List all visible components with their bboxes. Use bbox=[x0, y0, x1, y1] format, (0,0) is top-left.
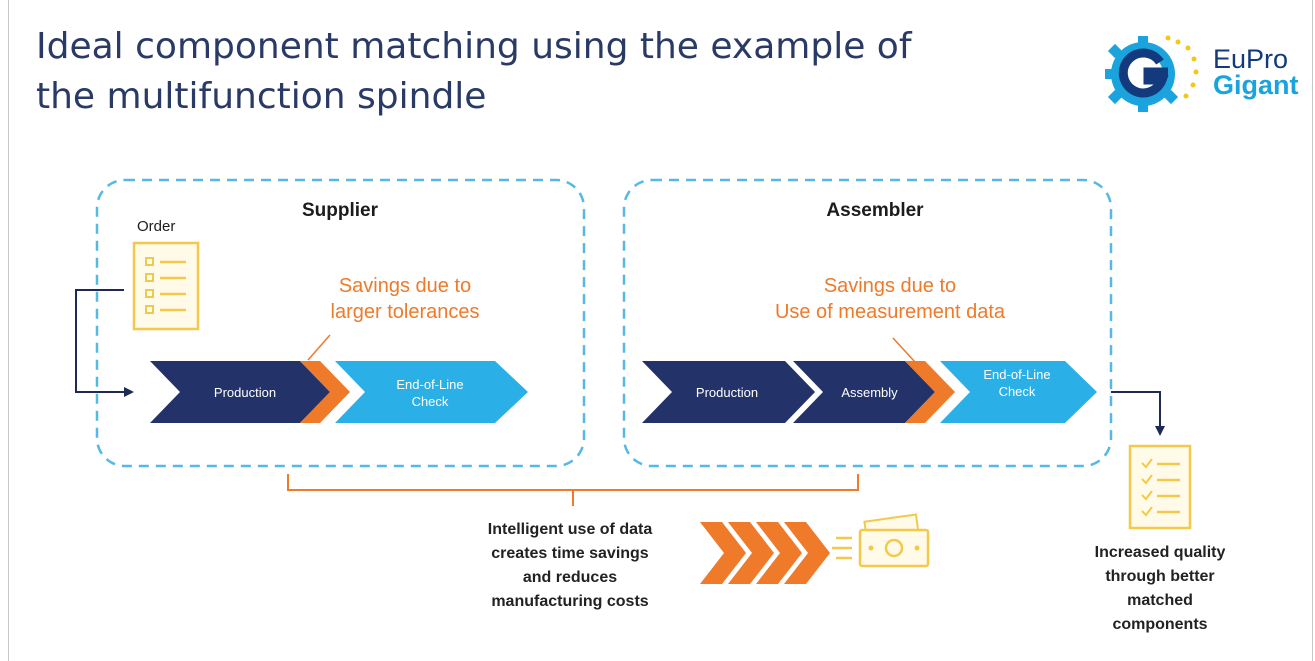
quality-result-note: Increased quality through better matched… bbox=[1094, 544, 1226, 633]
eupro-gigant-logo bbox=[1105, 35, 1199, 112]
order-connector-arrow bbox=[75, 289, 134, 397]
assembler-eol-chevron bbox=[940, 361, 1097, 423]
title-line-2: the multifunction spindle bbox=[36, 76, 487, 117]
assembler-savings-label: Savings due to Use of measurement data bbox=[774, 275, 1006, 323]
assembler-eol-label: End-of-Line Check bbox=[983, 367, 1051, 399]
supplier-production-chevron bbox=[150, 361, 330, 423]
assembler-savings-chevron bbox=[905, 361, 955, 423]
slide-frame bbox=[8, 0, 1313, 661]
logo-text-eupro: EuPro bbox=[1213, 44, 1289, 74]
supplier-savings-pointer bbox=[307, 334, 331, 361]
title-line-1: Ideal component matching using the examp… bbox=[36, 26, 912, 67]
checklist-document-icon bbox=[1128, 444, 1192, 530]
order-label: Order bbox=[137, 218, 176, 235]
gear-icon bbox=[1105, 36, 1179, 112]
supplier-header: Supplier bbox=[301, 200, 378, 221]
assembler-header: Assembler bbox=[826, 200, 924, 221]
data-usage-note: Intelligent use of data creates time sav… bbox=[487, 521, 653, 610]
assembler-assembly-chevron bbox=[793, 361, 935, 423]
slide-title: Ideal component matching using the examp… bbox=[36, 22, 1036, 122]
orange-bracket bbox=[287, 474, 859, 506]
assembler-assembly-label: Assembly bbox=[841, 385, 898, 400]
supplier-eol-label: End-of-Line Check bbox=[396, 377, 464, 409]
output-arrow bbox=[1111, 391, 1165, 436]
supplier-production-label: Production bbox=[213, 385, 277, 400]
supplier-savings-label: Savings due to larger tolerances bbox=[330, 275, 480, 323]
money-icon bbox=[832, 513, 930, 568]
supplier-eol-chevron bbox=[335, 361, 528, 423]
assembler-production-chevron bbox=[642, 361, 815, 423]
orange-chevrons-icon bbox=[700, 522, 830, 584]
assembler-production-label: Production bbox=[695, 385, 759, 400]
stars-icon bbox=[1165, 35, 1199, 99]
assembler-savings-pointer bbox=[892, 337, 916, 363]
order-document-icon bbox=[132, 241, 200, 331]
supplier-savings-chevron bbox=[300, 361, 350, 423]
logo-text-gigant: Gigant bbox=[1213, 70, 1299, 100]
